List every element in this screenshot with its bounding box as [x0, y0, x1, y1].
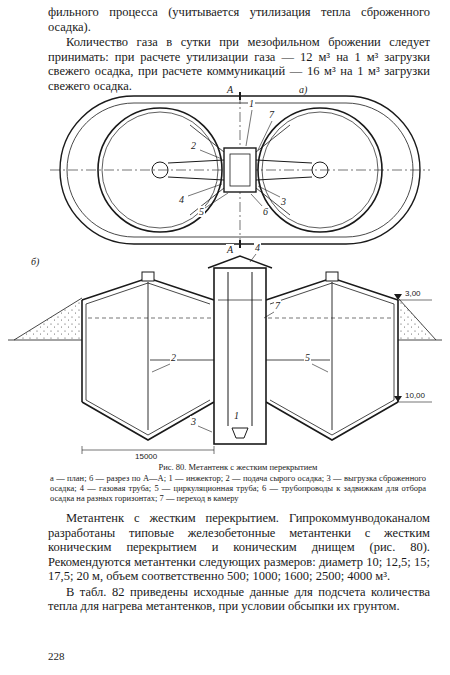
callout-number: 2: [190, 140, 197, 151]
callout-number: 5: [198, 206, 205, 217]
body-text: Количество газа в сутки при мезофильном …: [48, 35, 430, 93]
body-text: В табл. 82 приведены исходные данные для…: [48, 585, 430, 614]
page-number: 228: [48, 650, 65, 662]
plan-view: [50, 92, 430, 248]
caption-legend: а — план; б — разрез по А—А; 1 — инжекто…: [50, 473, 426, 503]
elevation-mark: 10,00: [404, 391, 426, 400]
callout-number: 3: [280, 196, 287, 207]
body-text: Метантенк с жестким перекрытием. Гипроко…: [48, 511, 430, 584]
section-mark: А: [226, 84, 234, 95]
elevation-mark: 3,00: [404, 289, 422, 298]
section-mark: А: [226, 244, 234, 255]
dimension: 15000: [134, 452, 158, 461]
callout-number: 5: [304, 352, 311, 363]
callout-number: 7: [274, 300, 281, 311]
callout-number: 4: [254, 242, 261, 253]
callout-number: 6: [262, 206, 269, 217]
callout-number: 1: [233, 410, 240, 421]
figure-part-letter: а): [298, 84, 308, 95]
body-text: фильного процесса (учитывается утилизаци…: [48, 5, 430, 34]
callout-number: 2: [170, 352, 177, 363]
callout-number: 1: [248, 98, 255, 109]
callout-number: 3: [190, 416, 197, 427]
figure-part-letter: б): [30, 256, 40, 267]
figure-caption: Рис. 80. Метантенк с жестким перекрытием: [50, 462, 426, 472]
callout-number: 7: [268, 109, 275, 120]
callout-number: 4: [178, 194, 185, 205]
section-view: [8, 254, 442, 454]
